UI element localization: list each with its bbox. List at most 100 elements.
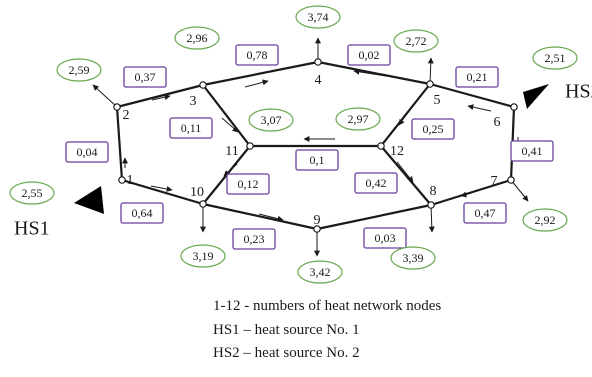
flow-arrow-11-10 [223, 163, 238, 177]
node-value-ellipse-1 [9, 181, 55, 205]
node-label-1: 1 [127, 173, 134, 188]
edge-value-box-5-12 [411, 118, 455, 140]
flow-arrow-7-8 [460, 191, 472, 198]
node-7 [507, 176, 515, 184]
node-value-9: 3,42 [310, 265, 331, 279]
pipe-3-4 [202, 60, 319, 87]
flow-arrow-6-5 [467, 104, 492, 112]
node-value-12: 2,97 [348, 112, 369, 126]
node-label-5: 5 [434, 93, 441, 108]
edge-value-5-12: 0,25 [423, 122, 444, 136]
node-label-10: 10 [190, 185, 204, 200]
flow-arrow-3-4 [244, 79, 269, 88]
edge-value-3-4: 0,78 [247, 48, 268, 62]
node-2 [113, 103, 121, 111]
edge-value-box-2-3 [123, 66, 167, 88]
pipe-10-9 [202, 202, 318, 231]
node-label-4: 4 [315, 73, 322, 88]
node-value-ellipse-4 [295, 5, 341, 29]
node-9 [313, 225, 321, 233]
node-value-ellipse-5 [393, 29, 439, 53]
pipe-2-3 [116, 83, 204, 109]
legend-line-nodes: 1-12 - numbers of heat network nodes [213, 298, 442, 314]
node-10 [199, 200, 207, 208]
node-value-ellipse-11 [248, 108, 294, 132]
node-label-7: 7 [491, 174, 498, 189]
node-value-ellipse-2 [56, 58, 102, 82]
node-value-6: 2,51 [545, 51, 566, 65]
node-value-ellipse-10 [180, 244, 226, 268]
heat-source-hs1-icon [74, 186, 104, 214]
edge-value-10-9: 0,23 [244, 232, 265, 246]
flow-arrow-1-10 [150, 185, 173, 192]
node-12 [377, 142, 385, 150]
heat-source-hs2-icon [523, 84, 549, 109]
edge-value-box-7-8 [463, 202, 507, 224]
legend-line-hs2: HS2 – heat source No. 2 [213, 345, 360, 361]
node-value-ellipse-3 [174, 26, 220, 50]
node-4 [314, 58, 322, 66]
legend-line-hs1: HS1 – heat source No. 1 [213, 322, 360, 338]
node-label-2: 2 [123, 108, 130, 123]
pipe-7-8 [430, 178, 512, 207]
flow-arrow-2-3 [151, 94, 171, 101]
edge-value-1-10: 0,64 [132, 206, 153, 220]
consumer-arrow-7 [510, 179, 529, 202]
edge-value-box-3-11 [169, 117, 213, 139]
edge-value-box-3-4 [235, 44, 279, 66]
edge-value-1-2: 0,04 [77, 145, 98, 159]
heat-source-hs2-label: HS2 [565, 81, 592, 103]
edge-value-6-5: 0,21 [467, 70, 488, 84]
edge-value-box-8-9 [363, 227, 407, 249]
edge-value-8-9: 0,03 [375, 231, 396, 245]
node-value-10: 3,19 [193, 249, 214, 263]
node-1 [118, 176, 126, 184]
node-label-3: 3 [190, 94, 197, 109]
edge-value-box-10-9 [232, 228, 276, 250]
node-11 [246, 142, 254, 150]
node-8 [427, 201, 435, 209]
edge-value-3-11: 0,11 [181, 121, 202, 135]
consumer-arrow-5 [427, 57, 434, 85]
edge-value-box-12-8 [354, 172, 398, 194]
node-value-ellipse-6 [532, 46, 578, 70]
pipe-1-10 [121, 178, 204, 206]
node-label-8: 8 [430, 184, 437, 199]
edge-value-11-10: 0,12 [238, 177, 259, 191]
flow-arrow-12-8 [396, 161, 414, 183]
node-value-3: 2,96 [187, 31, 208, 45]
edge-value-box-1-10 [120, 202, 164, 224]
node-value-5: 2,72 [406, 34, 427, 48]
node-value-ellipse-7 [522, 208, 568, 232]
node-value-7: 2,92 [535, 213, 556, 227]
pipe-6-5 [429, 82, 515, 109]
pipe-12-8 [380, 145, 432, 206]
edge-value-box-1-2 [65, 141, 109, 163]
edge-value-6-7: 0,41 [522, 144, 543, 158]
node-6 [510, 103, 518, 111]
pipe-3-11 [202, 84, 251, 147]
node-5 [426, 80, 434, 88]
node-label-12: 12 [390, 144, 404, 159]
edge-value-box-11-10 [226, 173, 270, 195]
pipe-1-2 [115, 106, 124, 181]
node-value-1: 2,55 [22, 186, 43, 200]
edge-value-12-8: 0,42 [366, 176, 387, 190]
node-value-4: 3,74 [308, 10, 329, 24]
edge-value-box-6-5 [455, 66, 499, 88]
node-label-11: 11 [225, 144, 238, 159]
node-value-ellipse-8 [390, 246, 436, 270]
pipe-8-9 [316, 203, 432, 231]
node-3 [199, 81, 207, 89]
node-label-6: 6 [494, 115, 501, 130]
node-value-8: 3,39 [403, 251, 424, 265]
edge-value-box-5-4 [347, 44, 391, 66]
node-value-ellipse-9 [297, 260, 343, 284]
flow-arrow-5-12 [398, 108, 411, 126]
edge-value-7-8: 0,47 [475, 206, 496, 220]
edge-value-12-11: 0,1 [310, 153, 325, 167]
edge-value-2-3: 0,37 [135, 70, 156, 84]
edge-value-box-12-11 [295, 149, 339, 171]
